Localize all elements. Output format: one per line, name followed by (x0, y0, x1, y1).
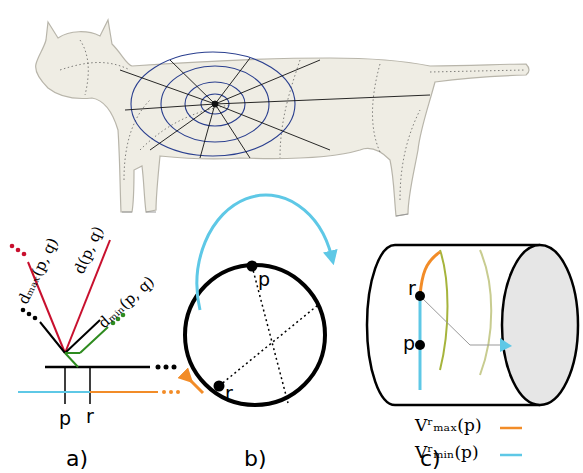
point-label: p (403, 334, 415, 353)
circle-panel (185, 195, 332, 405)
panel-label: a) (66, 448, 88, 470)
point-label: r (408, 279, 416, 298)
legend-line (500, 427, 522, 430)
cat-model (36, 20, 529, 216)
point-label: p (59, 409, 71, 428)
legend-text: Vʳₘᵢₙ(p) (415, 444, 479, 461)
distance-label: d(p, q) (72, 224, 106, 276)
point-label: r (225, 384, 233, 403)
distance-label: dₘₐₓ(p, q) (16, 236, 61, 307)
legend-line (500, 454, 522, 457)
panel-label: b) (244, 448, 267, 470)
cylinder-panel (367, 245, 578, 455)
distance-label: dₘᵢₙ(p, q) (96, 274, 157, 331)
point-label: p (258, 270, 270, 289)
legend-text: Vʳₘₐₓ(p) (415, 417, 482, 434)
point-label: r (86, 407, 94, 426)
